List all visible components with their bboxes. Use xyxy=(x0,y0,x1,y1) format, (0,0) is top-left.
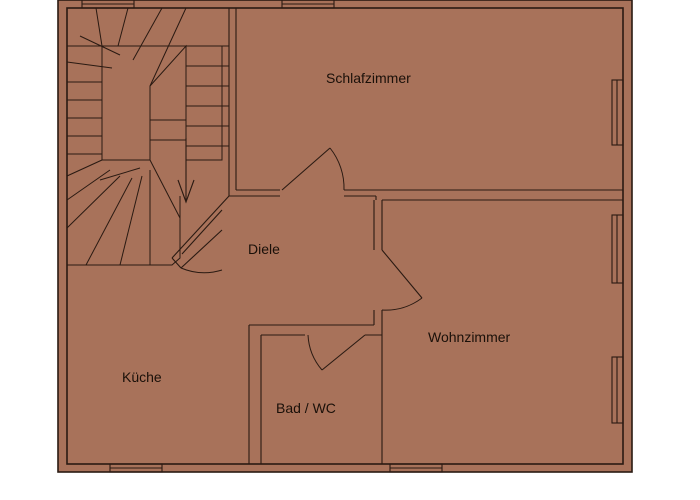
door-wohnzimmer xyxy=(381,249,423,311)
window-right xyxy=(611,79,624,424)
room-label-wohnzimmer: Wohnzimmer xyxy=(428,329,511,345)
room-label-diele: Diele xyxy=(248,241,280,257)
staircase xyxy=(66,7,229,266)
door-kueche xyxy=(180,229,223,274)
room-label-schlafzimmer: Schlafzimmer xyxy=(326,70,411,86)
interior-walls xyxy=(171,8,623,464)
door-bad xyxy=(307,334,366,371)
room-label-kueche: Küche xyxy=(122,369,162,385)
window-top xyxy=(81,0,335,9)
window-bottom xyxy=(109,463,443,473)
room-label-bad: Bad / WC xyxy=(276,400,336,416)
door-schlafzimmer xyxy=(281,147,345,191)
